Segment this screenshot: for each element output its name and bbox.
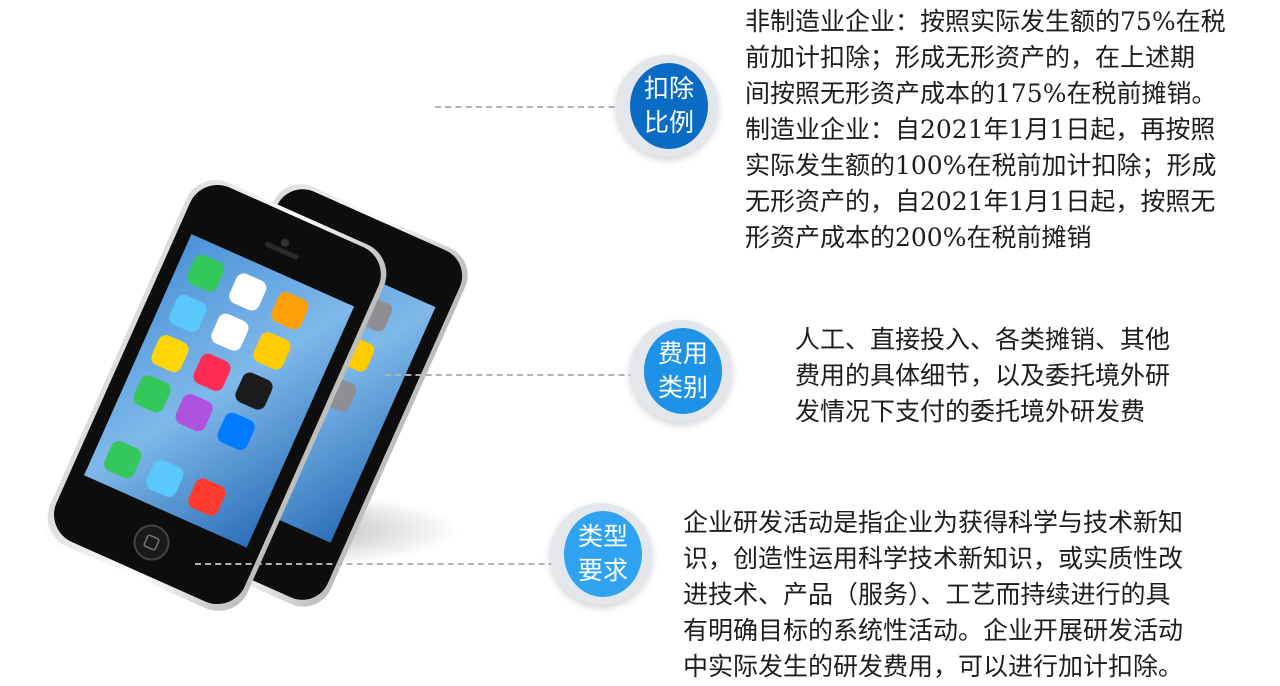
badge-disc: 类型 要求 [564, 511, 642, 597]
badge-label-line: 比例 [643, 108, 694, 137]
text-line: 发情况下支付的委托境外研发费 [795, 397, 1146, 426]
type-requirement-text: 企业研发活动是指企业为获得科学与技术新知 识，创造性运用科学技术新知识，或实质性… [683, 505, 1183, 685]
badge-label-line: 要求 [577, 556, 628, 585]
badge-label-line: 类别 [657, 373, 708, 402]
home-button-icon [133, 524, 170, 561]
text-line: 间按照无形资产成本的175%在税前摊销。 [745, 79, 1217, 108]
badge-expense-category: 费用 类别 [630, 320, 732, 422]
badge-disc: 扣除 比例 [630, 63, 708, 149]
front-phone-app-icons [104, 254, 309, 516]
camera-icon [280, 238, 289, 247]
text-line: 前加计扣除；形成无形资产的，在上述期 [745, 43, 1196, 72]
badge-type-requirement: 类型 要求 [550, 503, 652, 605]
text-line: 非制造业企业：按照实际发生额的75%在税 [745, 7, 1226, 36]
text-line: 中实际发生的研发费用，可以进行加计扣除。 [683, 652, 1184, 681]
text-line: 制造业企业：自2021年1月1日起，再按照 [745, 115, 1216, 144]
text-line: 进技术、产品（服务）、工艺而持续进行的具 [683, 580, 1171, 609]
text-line: 形资产成本的200%在税前摊销 [745, 223, 1092, 252]
deduction-ratio-text: 非制造业企业：按照实际发生额的75%在税 前加计扣除；形成无形资产的，在上述期 … [745, 4, 1226, 256]
text-line: 识，创造性运用科学技术新知识，或实质性改 [683, 544, 1184, 573]
text-line: 无形资产的，自2021年1月1日起，按照无 [745, 187, 1216, 216]
text-line: 实际发生额的100%在税前加计扣除；形成 [745, 151, 1217, 180]
text-line: 企业研发活动是指企业为获得科学与技术新知 [683, 508, 1184, 537]
badge-disc: 费用 类别 [644, 328, 722, 414]
badge-label-line: 扣除 [643, 74, 694, 103]
expense-category-text: 人工、直接投入、各类摊销、其他 费用的具体细节，以及委托境外研 发情况下支付的委… [795, 322, 1170, 430]
connector-line-2 [385, 374, 655, 376]
badge-label-line: 类型 [577, 522, 628, 551]
badge-label-line: 费用 [657, 339, 708, 368]
smartphone-illustration [40, 179, 468, 611]
connector-line-1 [435, 106, 635, 108]
text-line: 费用的具体细节，以及委托境外研 [795, 361, 1171, 390]
front-phone [47, 179, 387, 611]
connector-line-3 [195, 563, 575, 565]
text-line: 人工、直接投入、各类摊销、其他 [795, 325, 1171, 354]
badge-deduction-ratio: 扣除 比例 [616, 55, 718, 157]
text-line: 有明确目标的系统性活动。企业开展研发活动 [683, 616, 1184, 645]
